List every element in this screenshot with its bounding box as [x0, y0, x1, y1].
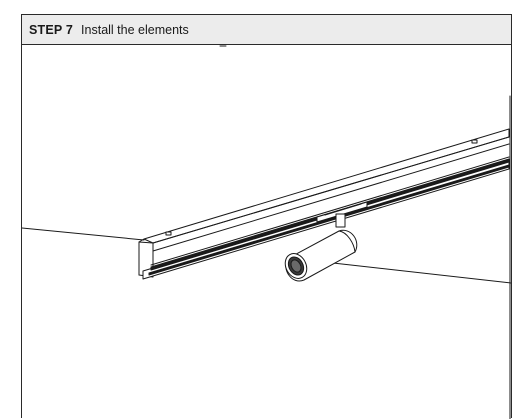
ceiling-edge-line-right	[332, 262, 511, 284]
spotlight-adaptor	[335, 213, 346, 228]
instruction-panel: STEP 7 Install the elements	[21, 14, 512, 419]
spotlight-rear-cap	[338, 230, 356, 253]
track-top-face	[143, 128, 510, 244]
track-profile	[138, 128, 510, 280]
track-end-cap-2	[138, 238, 145, 243]
track-inner-edge-2	[152, 143, 510, 252]
spotlight-fixture	[284, 213, 358, 282]
spotlight-lens-inner	[290, 259, 302, 273]
ceiling-edge-line	[22, 227, 145, 241]
mounting-clip	[165, 231, 172, 236]
step-number: STEP 7	[29, 22, 74, 37]
track-inner-edge-3	[150, 156, 510, 266]
mounting-clip-2	[471, 139, 478, 144]
track-inner-edge	[152, 136, 510, 244]
step-title: Install the elements	[81, 22, 189, 37]
track-slot-dark-2	[148, 164, 510, 276]
installation-illustration	[22, 45, 511, 419]
adaptor-slot-edge	[324, 203, 362, 216]
step-header: STEP 7 Install the elements	[22, 15, 511, 45]
